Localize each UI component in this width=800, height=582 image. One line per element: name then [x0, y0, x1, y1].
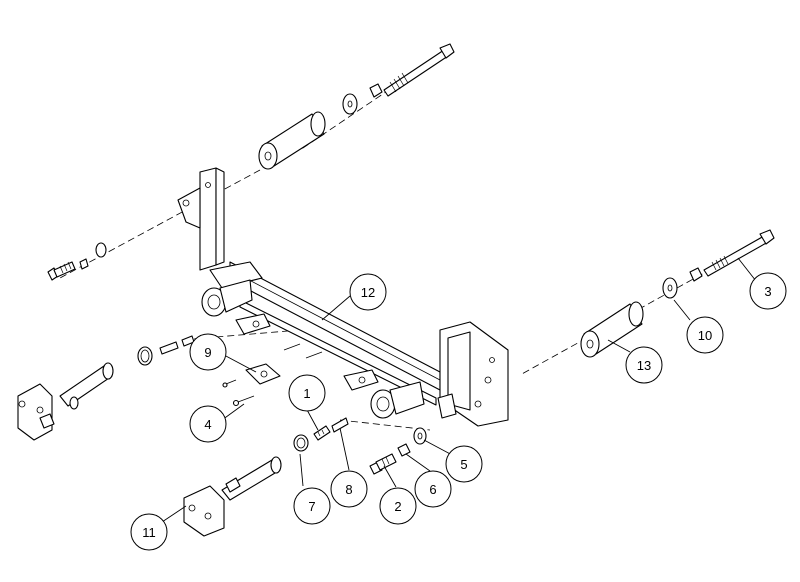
callout-10-label: 10 — [698, 328, 712, 343]
upper-tow-arm — [17, 362, 114, 441]
callout-11: 11 — [130, 513, 168, 551]
callout-3: 3 — [749, 272, 787, 310]
callout-8: 8 — [330, 470, 368, 508]
callout-10: 10 — [686, 316, 724, 354]
pins-group — [283, 343, 323, 359]
plate-9 — [245, 363, 281, 385]
washer-5 — [413, 427, 427, 445]
callout-13: 13 — [625, 346, 663, 384]
callout-13-label: 13 — [637, 358, 651, 373]
callout-9: 9 — [189, 333, 227, 371]
spring-1 — [313, 425, 331, 441]
upper-bolt — [383, 43, 455, 97]
main-frame — [177, 167, 509, 427]
callout-4-label: 4 — [204, 417, 211, 432]
callout-12-label: 12 — [361, 285, 375, 300]
callout-8-label: 8 — [345, 482, 352, 497]
callout-9-label: 9 — [204, 345, 211, 360]
callout-3-label: 3 — [764, 284, 771, 299]
callout-7-label: 7 — [308, 499, 315, 514]
callout-4: 4 — [189, 405, 227, 443]
nut-6 — [397, 443, 411, 457]
callout-5-label: 5 — [460, 457, 467, 472]
upper-spring-pin — [159, 335, 195, 355]
pin-8 — [331, 417, 349, 433]
right-spacer-tube — [580, 301, 644, 358]
right-bolt — [703, 229, 775, 277]
upper-washer — [342, 93, 358, 115]
callout-5: 5 — [445, 445, 483, 483]
leader-lines — [161, 257, 757, 523]
callout-7: 7 — [293, 487, 331, 525]
callout-1-label: 1 — [303, 386, 310, 401]
upper-clip-ring — [137, 346, 153, 366]
callout-6-label: 6 — [429, 482, 436, 497]
callout-6: 6 — [414, 470, 452, 508]
screw-4 — [222, 379, 255, 407]
callout-1: 1 — [288, 374, 326, 412]
upper-spacer-tube — [258, 111, 326, 170]
lower-tow-arm — [183, 456, 282, 537]
bolt-2 — [369, 453, 397, 475]
upper-nut — [369, 83, 383, 98]
callout-11-label: 11 — [142, 525, 156, 540]
callout-2: 2 — [379, 487, 417, 525]
left-bolt — [47, 242, 107, 281]
right-nut — [689, 267, 703, 282]
callout-2-label: 2 — [394, 499, 401, 514]
ring-7 — [293, 434, 309, 452]
right-washer — [662, 277, 678, 299]
callout-12: 12 — [349, 273, 387, 311]
